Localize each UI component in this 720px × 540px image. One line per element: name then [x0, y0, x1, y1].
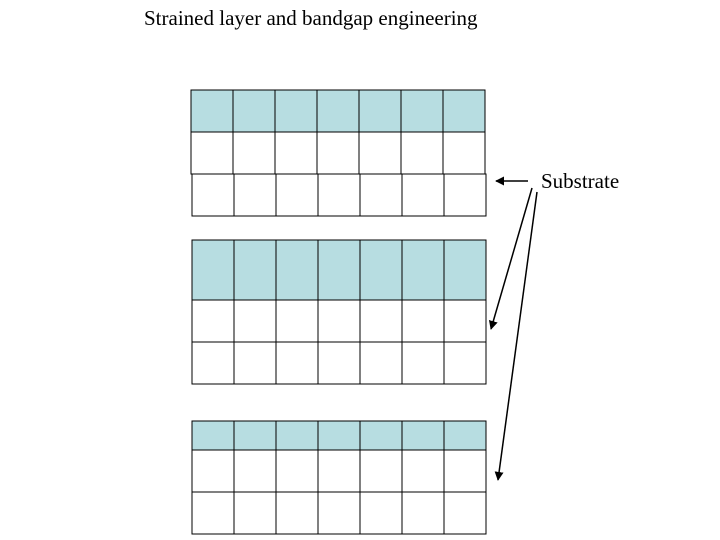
substrate-cell [443, 449, 487, 493]
strained-layer-cell [275, 420, 319, 451]
substrate-cell [191, 491, 235, 535]
substrate-cell [275, 449, 319, 493]
substrate-cell [443, 491, 487, 535]
substrate-cell [400, 131, 444, 175]
strained-layer-cell [191, 239, 235, 301]
substrate-cell [359, 173, 403, 217]
strained-layer-cell [443, 420, 487, 451]
substrate-cell [358, 131, 402, 175]
substrate-cell [317, 491, 361, 535]
strained-layer-cell [317, 420, 361, 451]
lattice-stack-lattice-matched [190, 89, 487, 217]
substrate-cell [275, 341, 319, 385]
substrate-cell [401, 449, 445, 493]
substrate-cell [233, 449, 277, 493]
substrate-label: Substrate [541, 169, 620, 193]
arrow-to-substrate-2 [488, 187, 533, 330]
lattice-stack-tensile-strained [191, 239, 487, 385]
strained-layer-cell [233, 239, 277, 301]
slide-title: Strained layer and bandgap engineering [144, 6, 478, 30]
strained-layer-cell [359, 239, 403, 301]
substrate-cell [317, 449, 361, 493]
substrate-cell [233, 173, 277, 217]
strained-layer-cell [191, 420, 235, 451]
substrate-cell [401, 173, 445, 217]
substrate-cell [275, 491, 319, 535]
substrate-cell [233, 491, 277, 535]
substrate-cell [275, 173, 319, 217]
strained-layer-cell [443, 239, 487, 301]
substrate-cell [359, 299, 403, 343]
substrate-cell [443, 341, 487, 385]
substrate-cell [191, 341, 235, 385]
strained-layer-cell [401, 239, 445, 301]
strained-layer-cell [400, 89, 444, 133]
substrate-cell [233, 341, 277, 385]
substrate-cell [232, 131, 276, 175]
strained-layer-cell [401, 420, 445, 451]
substrate-pointer-arrows [488, 176, 538, 481]
strained-layer-cell [274, 89, 318, 133]
substrate-cell [359, 341, 403, 385]
substrate-cell [191, 173, 235, 217]
substrate-cell [359, 491, 403, 535]
strained-layer-cell [275, 239, 319, 301]
strained-layer-cell [358, 89, 402, 133]
substrate-cell [274, 131, 318, 175]
strained-layer-cell [316, 89, 360, 133]
substrate-cell [191, 449, 235, 493]
substrate-cell [191, 299, 235, 343]
substrate-cell [317, 299, 361, 343]
strained-layer-cell [442, 89, 486, 133]
substrate-cell [190, 131, 234, 175]
lattice-stack-compressive-strained [191, 420, 487, 535]
substrate-cell [233, 299, 277, 343]
substrate-cell [442, 131, 486, 175]
strained-layer-cell [190, 89, 234, 133]
strained-layer-cell [232, 89, 276, 133]
substrate-cell [275, 299, 319, 343]
substrate-cell [401, 341, 445, 385]
substrate-cell [443, 299, 487, 343]
substrate-cell [401, 491, 445, 535]
substrate-cell [317, 341, 361, 385]
arrow-to-substrate-3 [494, 191, 538, 481]
substrate-cell [359, 449, 403, 493]
strained-layer-cell [359, 420, 403, 451]
strained-layer-cell [233, 420, 277, 451]
substrate-cell [443, 173, 487, 217]
strained-layer-cell [317, 239, 361, 301]
substrate-cell [317, 173, 361, 217]
substrate-cell [316, 131, 360, 175]
substrate-cell [401, 299, 445, 343]
